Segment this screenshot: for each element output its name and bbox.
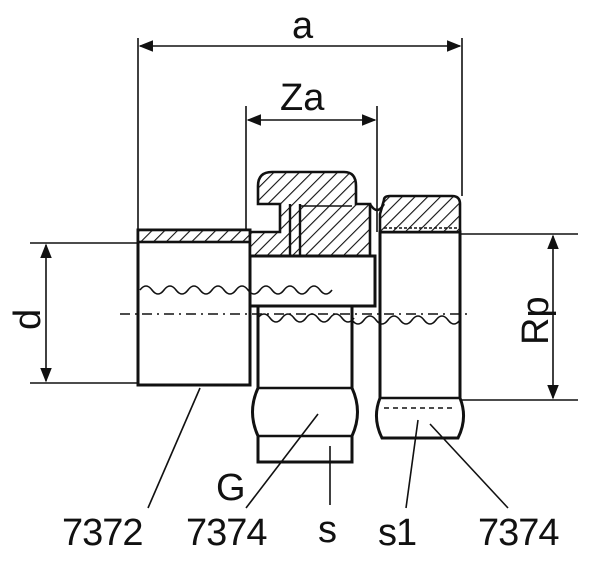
label-a: a [292, 5, 314, 47]
label-rp: Rp [515, 296, 557, 345]
label-g: G [216, 467, 246, 509]
label-7372: 7372 [62, 512, 143, 554]
label-s: s [318, 509, 336, 551]
right-threaded-end [368, 194, 465, 440]
left-pipe-stub [136, 228, 252, 387]
fluid-break-lines [139, 285, 461, 325]
leader-lines [147, 387, 509, 509]
union-nut [248, 170, 372, 464]
label-s1: s1 [378, 512, 416, 554]
extension-lines [30, 38, 578, 401]
label-d: d [7, 309, 49, 330]
center-body [248, 254, 377, 308]
label-za: Za [280, 77, 325, 119]
dimension-lines [40, 40, 559, 400]
label-7374-nut: 7374 [186, 512, 267, 554]
label-7374-end: 7374 [478, 512, 559, 554]
